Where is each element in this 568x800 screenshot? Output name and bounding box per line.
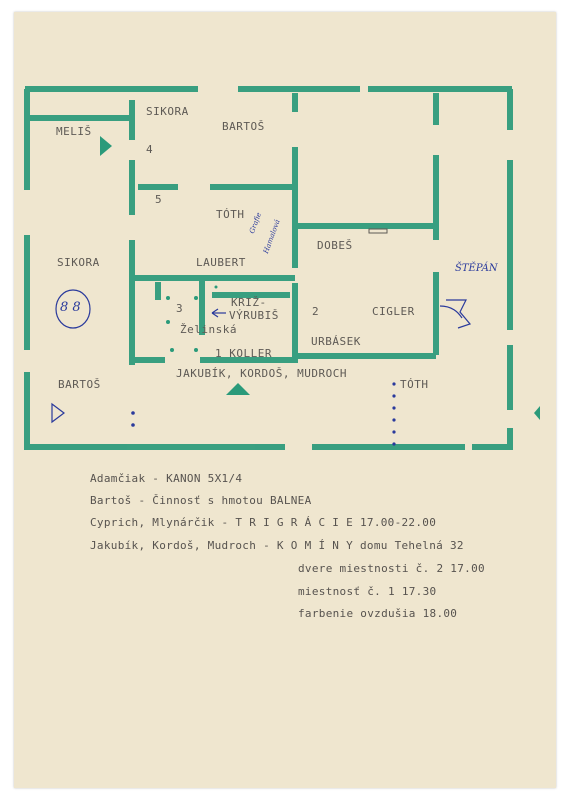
dot-marker: [392, 394, 396, 398]
entrance-arrow-icon: [534, 406, 540, 420]
room-label-dobes: DOBEŠ: [317, 239, 353, 252]
room-label-jakubik: JAKUBÍK, KORDOŠ, MUDROCH: [176, 367, 347, 380]
room-label-vyrubis: VÝRUBIŠ: [229, 309, 279, 322]
room-label-urbasek: URBÁSEK: [311, 335, 361, 348]
dot-marker: [392, 406, 396, 410]
schedule-line: Cyprich, Mlynárčik - T R I G R Á C I E 1…: [90, 516, 437, 529]
dot-marker: [166, 296, 170, 300]
dot-marker: [392, 430, 396, 434]
room-label-kriz: KRIŽ-: [231, 296, 267, 309]
dot-marker: [194, 296, 198, 300]
room-label-laubert: LAUBERT: [196, 256, 246, 269]
dot-marker: [131, 411, 135, 415]
room-label-cigler: CIGLER: [372, 305, 415, 318]
room-label-sikora-top: SIKORA: [146, 105, 189, 118]
room-label-toth-mid: TÓTH: [216, 208, 245, 221]
room-label-bartos-top: BARTOŠ: [222, 120, 265, 133]
pen-arrow: [439, 305, 463, 319]
entrance-arrow-icon: [226, 383, 250, 395]
room-label-koller: 1 KOLLER: [215, 347, 272, 360]
handwritten-circle-mark: 8 8: [60, 300, 81, 315]
room-number-3: 3: [176, 302, 184, 315]
dot-marker: [166, 320, 170, 324]
dot-marker: [194, 348, 198, 352]
dot-marker: [392, 418, 396, 422]
dot-marker: [392, 442, 396, 446]
room-label-toth-bottom: TÓTH: [400, 378, 429, 391]
dot-marker: [131, 423, 135, 427]
entrance-arrow-icon: [100, 136, 112, 156]
schedule-line: Bartoš - Činnosť s hmotou BALNEA: [90, 494, 312, 507]
room-number-4: 4: [146, 143, 154, 156]
dot-marker: [170, 348, 174, 352]
circled-mark: [55, 289, 91, 329]
dot-marker: [214, 285, 218, 289]
room-number-2: 2: [312, 305, 320, 318]
pen-scribble: [446, 299, 472, 329]
schedule-line: Jakubík, Kordoš, Mudroch - K O M Í N Y d…: [90, 539, 464, 552]
schedule-line: miestnosť č. 1 17.30: [298, 585, 437, 598]
entrance-outline-icon: [51, 402, 65, 424]
room-number-5: 5: [155, 193, 163, 206]
pen-arrow: [211, 308, 219, 318]
room-label-melis: MELIŠ: [56, 125, 92, 138]
room-label-sikora-left: SIKORA: [57, 256, 100, 269]
dot-marker: [392, 382, 396, 386]
schedule-line: dvere miestnosti č. 2 17.00: [298, 562, 485, 575]
room-label-bartos-bottom: BARTOŠ: [58, 378, 101, 391]
schedule-line: Adamčiak - KANON 5X1/4: [90, 472, 243, 485]
door-marker: [368, 228, 388, 234]
schedule-line: farbenie ovzdušia 18.00: [298, 607, 458, 620]
handwritten-stepan: ŠTĚPÁN: [455, 263, 498, 274]
room-label-zelinska: Želinská: [180, 323, 237, 336]
